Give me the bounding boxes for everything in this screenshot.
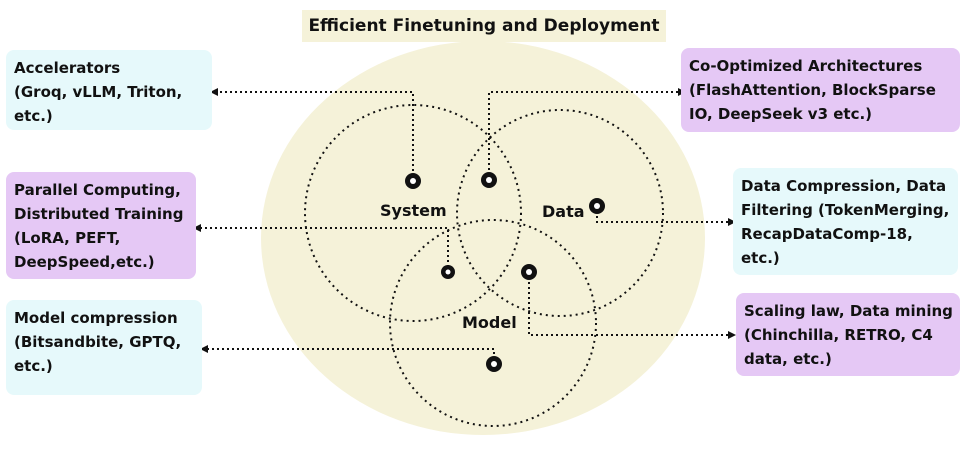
box-line: DeepSpeed,etc.) (14, 253, 155, 271)
data-label: Data (542, 202, 585, 221)
box-line: etc.) (741, 249, 780, 267)
model-label: Model (462, 313, 517, 332)
location-pin-icon (441, 265, 455, 279)
connector-scaling (528, 272, 730, 336)
accelerators-box: Accelerators (Groq, vLLM, Triton, etc.) (6, 50, 212, 130)
system-circle (304, 104, 522, 322)
scaling-law-box: Scaling law, Data mining (Chinchilla, RE… (736, 293, 960, 376)
box-line: etc.) (14, 107, 53, 125)
box-line: Parallel Computing, (14, 181, 181, 199)
box-line: Model compression (14, 309, 178, 327)
arrow-head-icon (728, 218, 736, 226)
data-compression-box: Data Compression, Data Filtering (TokenM… (733, 168, 958, 275)
location-pin-icon (405, 173, 421, 189)
location-pin-icon (486, 356, 502, 372)
connector-coopt (488, 91, 680, 180)
diagram-title: Efficient Finetuning and Deployment (302, 10, 666, 42)
location-pin-icon (481, 172, 497, 188)
arrow-head-icon (210, 88, 218, 96)
box-line: (Bitsandbite, GPTQ, (14, 333, 182, 351)
arrow-head-icon (193, 224, 201, 232)
box-line: (Groq, vLLM, Triton, (14, 83, 183, 101)
parallel-computing-box: Parallel Computing, Distributed Training… (6, 172, 196, 279)
data-circle (456, 109, 664, 317)
arrow-head-icon (200, 345, 208, 353)
system-label: System (380, 201, 447, 220)
connector-accelerators (216, 91, 414, 181)
box-line: Scaling law, Data mining (744, 302, 953, 320)
box-line: Distributed Training (14, 205, 184, 223)
arrow-head-icon (728, 331, 736, 339)
box-line: (Chinchilla, RETRO, C4 (744, 326, 933, 344)
background-ellipse (261, 41, 705, 435)
model-circle (389, 219, 597, 427)
connector-parallel (199, 227, 449, 272)
box-line: RecapDataComp-18, (741, 225, 913, 243)
box-line: Accelerators (14, 59, 121, 77)
box-line: Data Compression, Data (741, 177, 947, 195)
box-line: Co-Optimized Architectures (689, 57, 923, 75)
box-line: (FlashAttention, BlockSparse (689, 81, 936, 99)
box-line: data, etc.) (744, 350, 832, 368)
box-line: Filtering (TokenMerging, (741, 201, 950, 219)
box-line: etc.) (14, 357, 53, 375)
location-pin-icon (521, 264, 537, 280)
model-compression-box: Model compression (Bitsandbite, GPTQ, et… (6, 300, 202, 395)
box-line: (LoRA, PEFT, (14, 229, 121, 247)
co-optimized-architectures-box: Co-Optimized Architectures (FlashAttenti… (681, 48, 960, 132)
location-pin-icon (589, 198, 605, 214)
box-line: IO, DeepSeek v3 etc.) (689, 105, 873, 123)
